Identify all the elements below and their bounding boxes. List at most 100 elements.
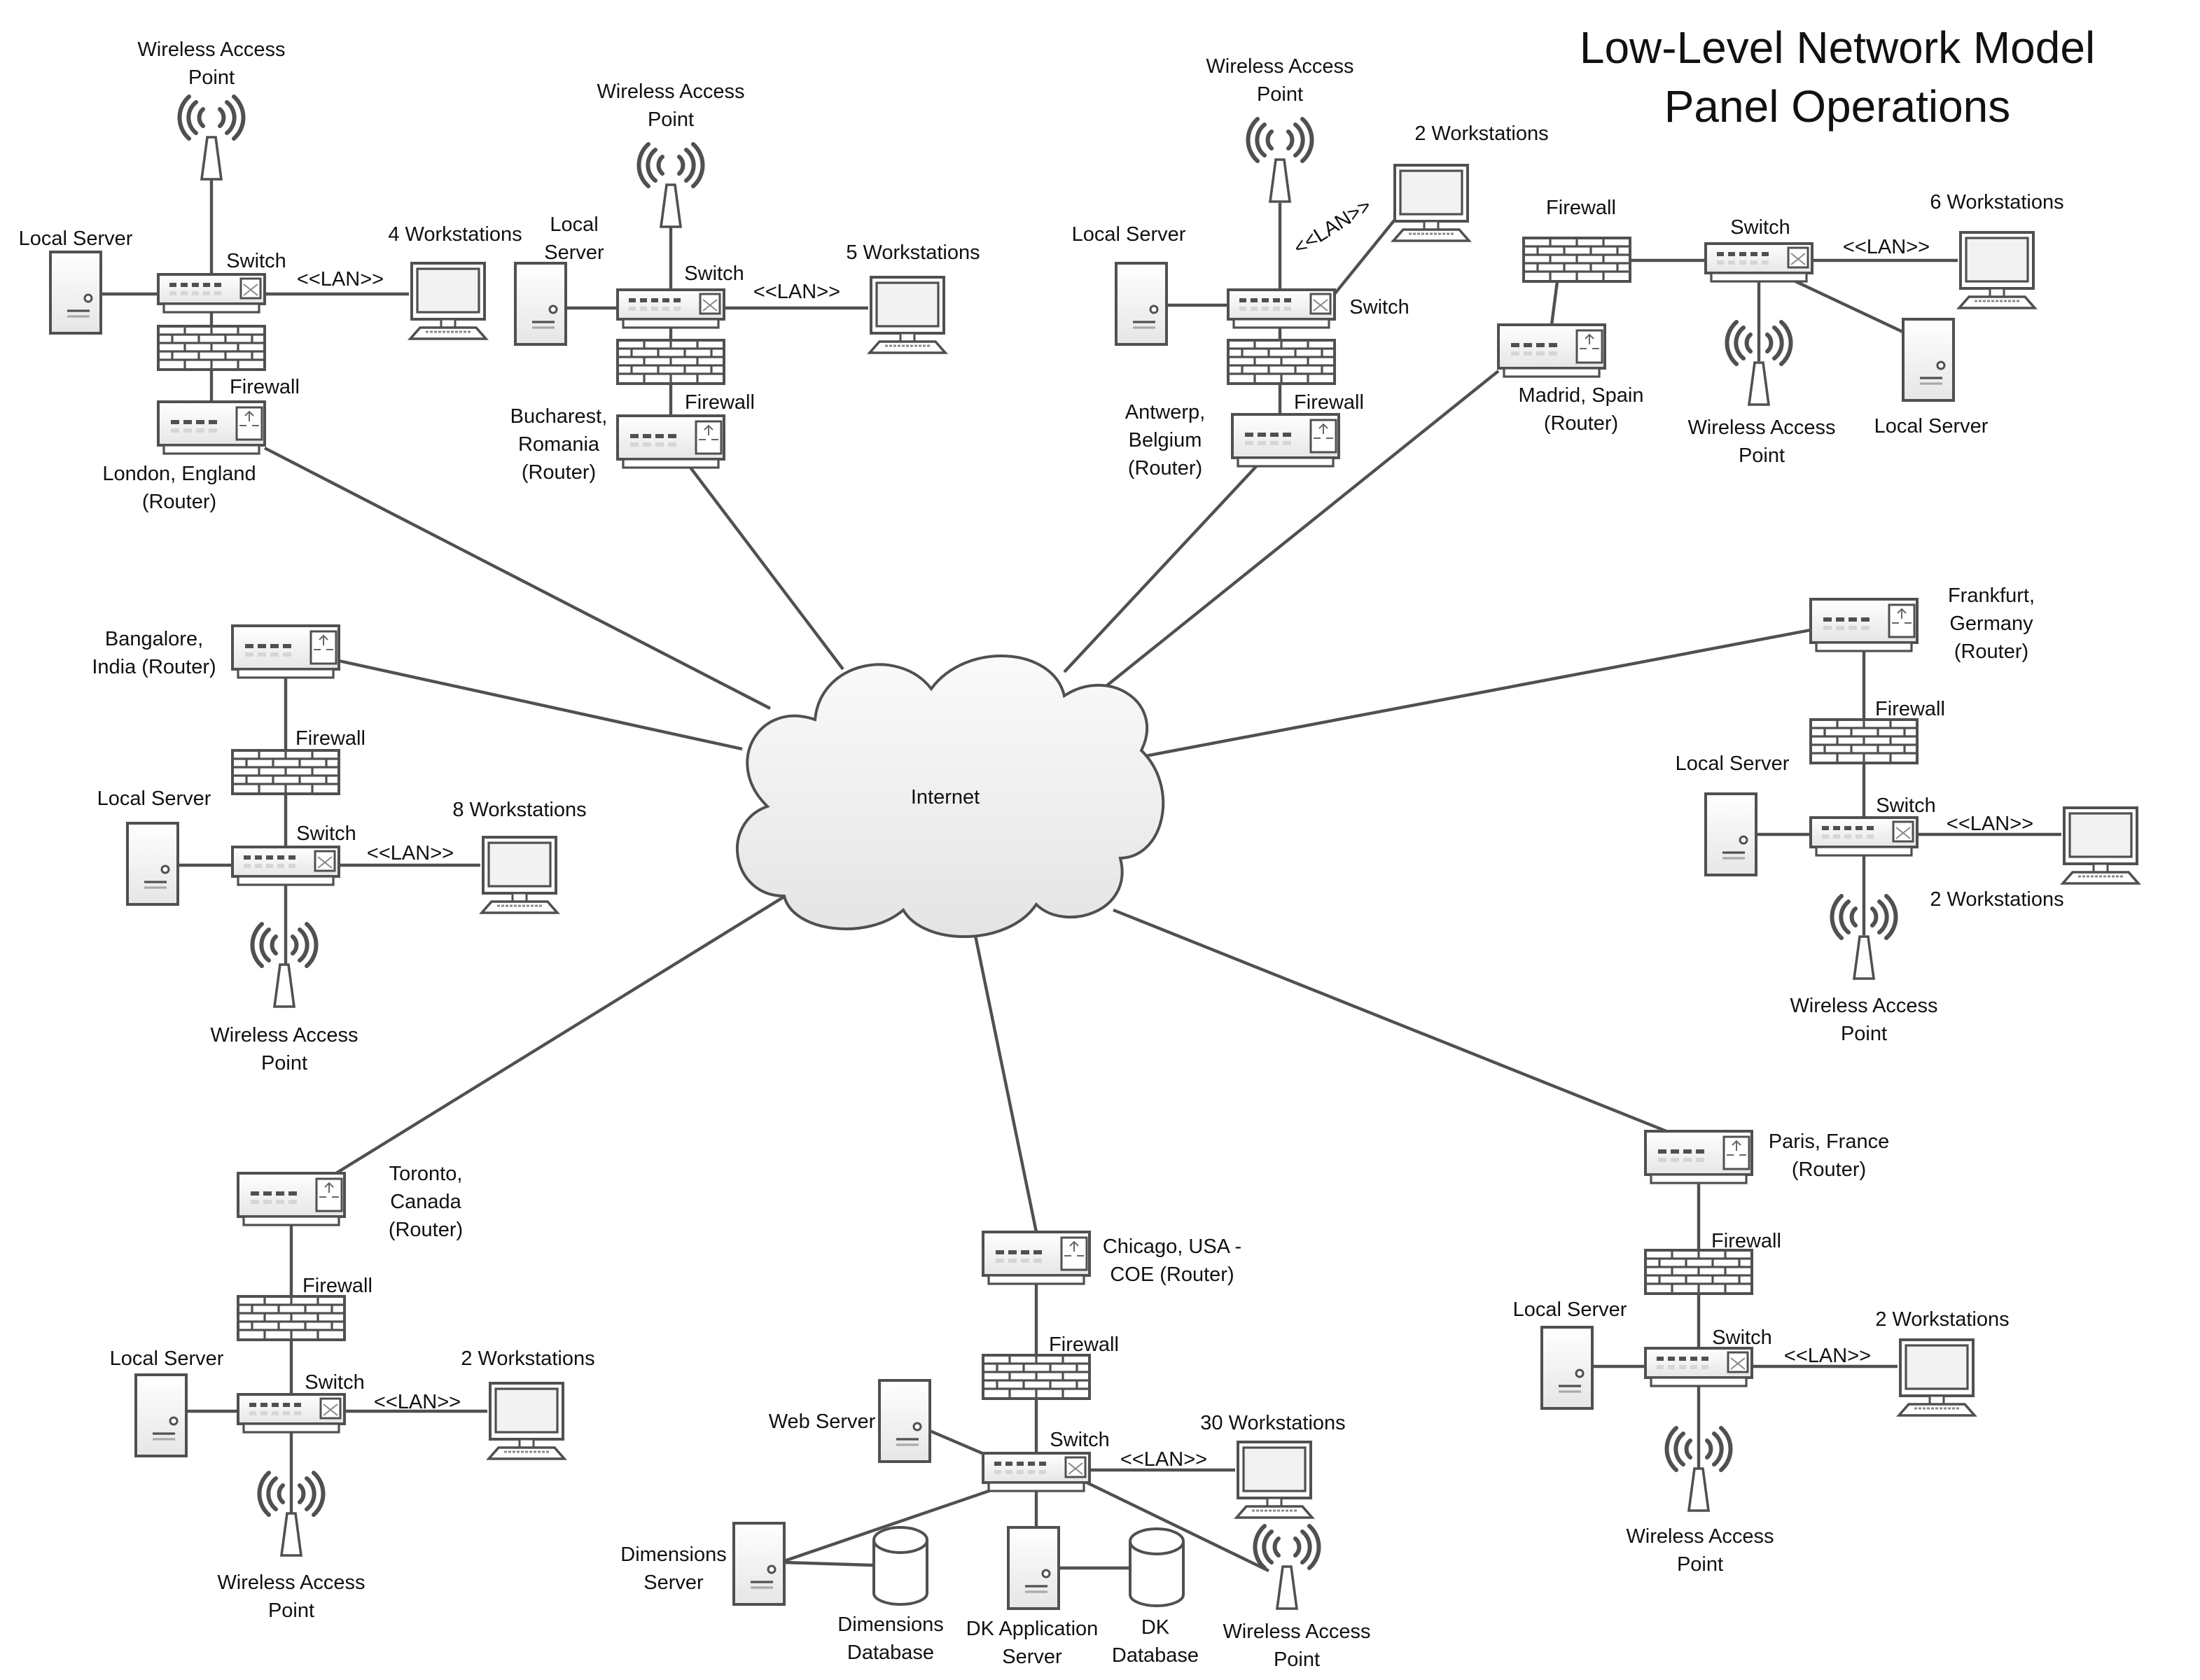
router-icon xyxy=(237,1172,346,1226)
server-icon xyxy=(49,251,102,335)
site-bangalore: Bangalore, India (Router) Firewall Local… xyxy=(92,624,587,1074)
site-madrid: Firewall Switch <<LAN>> 6 Workstations M… xyxy=(1497,191,2064,467)
wap-label: Wireless Access xyxy=(1687,416,1835,439)
router-label: Romania xyxy=(518,433,600,456)
server-icon xyxy=(126,822,179,906)
firewall-label: Firewall xyxy=(1711,1230,1781,1252)
switch-icon xyxy=(237,1393,346,1434)
workstation-icon xyxy=(487,1382,566,1460)
workstation-icon xyxy=(409,262,487,340)
router-icon xyxy=(616,414,725,469)
firewall-label: Firewall xyxy=(1546,197,1616,219)
switch-icon xyxy=(157,273,266,314)
switch-label: Switch xyxy=(305,1371,364,1394)
router-label: Bangalore, xyxy=(105,628,203,650)
router-label: (Router) xyxy=(1954,640,2028,663)
workstations-label: 2 Workstations xyxy=(461,1348,594,1370)
server-icon xyxy=(1902,318,1955,402)
dimensions-database-label: Database xyxy=(847,1642,934,1664)
dimensions-database-label: Dimensions xyxy=(837,1614,944,1636)
web-server-icon xyxy=(878,1379,931,1463)
server-icon xyxy=(514,262,567,346)
firewall-label: Firewall xyxy=(295,727,365,750)
wap-label: Point xyxy=(188,66,235,89)
firewall-label: Firewall xyxy=(1875,698,1945,720)
workstations-label: 2 Workstations xyxy=(1414,122,1548,145)
wap-label: Point xyxy=(648,108,694,131)
link-antwerp xyxy=(1063,461,1262,673)
switch-label: Switch xyxy=(684,262,744,285)
wap-label: Wireless Access xyxy=(1206,55,1353,78)
workstation-icon xyxy=(1898,1338,1976,1417)
router-label: Frankfurt, xyxy=(1948,584,2035,607)
wap-label: Point xyxy=(1841,1023,1887,1045)
firewall-label: Firewall xyxy=(685,391,755,414)
site-toronto: Toronto, Canada (Router) Firewall Local … xyxy=(110,1163,595,1622)
wap-label: Point xyxy=(1257,83,1303,106)
router-label: Germany xyxy=(1949,612,2033,635)
diagram-title-line-1: Low-Level Network Model xyxy=(1580,22,2095,73)
router-icon xyxy=(1644,1130,1753,1184)
workstations-label: 5 Workstations xyxy=(846,241,980,264)
wap-label: Wireless Access xyxy=(597,80,744,103)
site-bucharest: Wireless Access Point Local Server Switc… xyxy=(510,80,980,484)
router-label: Toronto, xyxy=(389,1163,463,1185)
link-bucharest xyxy=(685,461,844,671)
server-icon xyxy=(1704,792,1757,876)
workstation-icon xyxy=(2061,806,2140,885)
server-icon xyxy=(134,1373,188,1457)
workstation-icon xyxy=(480,836,559,914)
site-frankfurt: Frankfurt, Germany (Router) Firewall Loc… xyxy=(1676,584,2140,1045)
firewall-icon xyxy=(237,1295,346,1341)
wireless-access-point-icon xyxy=(639,144,702,227)
lan-label: <<LAN>> xyxy=(1784,1345,1871,1367)
router-icon xyxy=(231,624,340,679)
firewall-label: Firewall xyxy=(1294,391,1364,414)
wireless-access-point-icon xyxy=(1255,1526,1318,1609)
server-label: Local Server xyxy=(1513,1298,1627,1321)
router-label: Chicago, USA - xyxy=(1103,1236,1241,1258)
site-chicago: Chicago, USA - COE (Router) Firewall Web… xyxy=(620,1231,1371,1671)
lan-label: <<LAN>> xyxy=(1120,1448,1207,1471)
switch-label: Switch xyxy=(1050,1429,1109,1451)
router-label: Paris, France xyxy=(1769,1130,1889,1153)
firewall-icon xyxy=(616,339,725,385)
firewall-icon xyxy=(1809,718,1919,764)
router-label: (Router) xyxy=(142,491,216,513)
router-label: Bucharest, xyxy=(510,405,608,428)
firewall-icon xyxy=(157,325,266,371)
switch-label: Switch xyxy=(296,822,356,845)
lan-label: <<LAN>> xyxy=(297,268,384,290)
server-icon xyxy=(1540,1326,1594,1410)
wap-label: Wireless Access xyxy=(1223,1620,1370,1643)
router-label: (Router) xyxy=(389,1219,463,1241)
wireless-access-point-icon xyxy=(179,97,243,179)
server-icon xyxy=(1115,262,1168,346)
wap-label: Wireless Access xyxy=(210,1024,358,1046)
lan-label: <<LAN>> xyxy=(367,842,454,864)
server-label: Local Server xyxy=(110,1348,224,1370)
server-label: Local Server xyxy=(97,788,211,810)
router-icon xyxy=(1231,413,1340,468)
router-label: Madrid, Spain xyxy=(1519,384,1644,407)
dk-application-server-label: Server xyxy=(1002,1646,1062,1668)
workstations-label: 8 Workstations xyxy=(452,799,586,821)
workstations-label: 30 Workstations xyxy=(1200,1412,1345,1434)
wireless-access-point-icon xyxy=(1248,119,1311,202)
router-label: (Router) xyxy=(522,461,596,484)
workstation-icon xyxy=(1958,231,2036,309)
wap-label: Point xyxy=(1677,1553,1723,1576)
router-label: India (Router) xyxy=(92,656,216,678)
dk-database-label: DK xyxy=(1141,1616,1170,1639)
internet-cloud-icon xyxy=(735,654,1165,938)
switch-icon xyxy=(1704,242,1813,283)
dimensions-database-icon xyxy=(872,1526,928,1606)
switch-icon xyxy=(1644,1347,1753,1387)
lan-label: <<LAN>> xyxy=(1290,195,1375,260)
link-london xyxy=(263,447,772,710)
switch-label: Switch xyxy=(226,250,286,272)
switch-icon xyxy=(982,1452,1091,1492)
lan-label: <<LAN>> xyxy=(1947,813,2033,835)
router-icon xyxy=(982,1231,1091,1285)
server-label: Local Server xyxy=(1874,415,1989,438)
